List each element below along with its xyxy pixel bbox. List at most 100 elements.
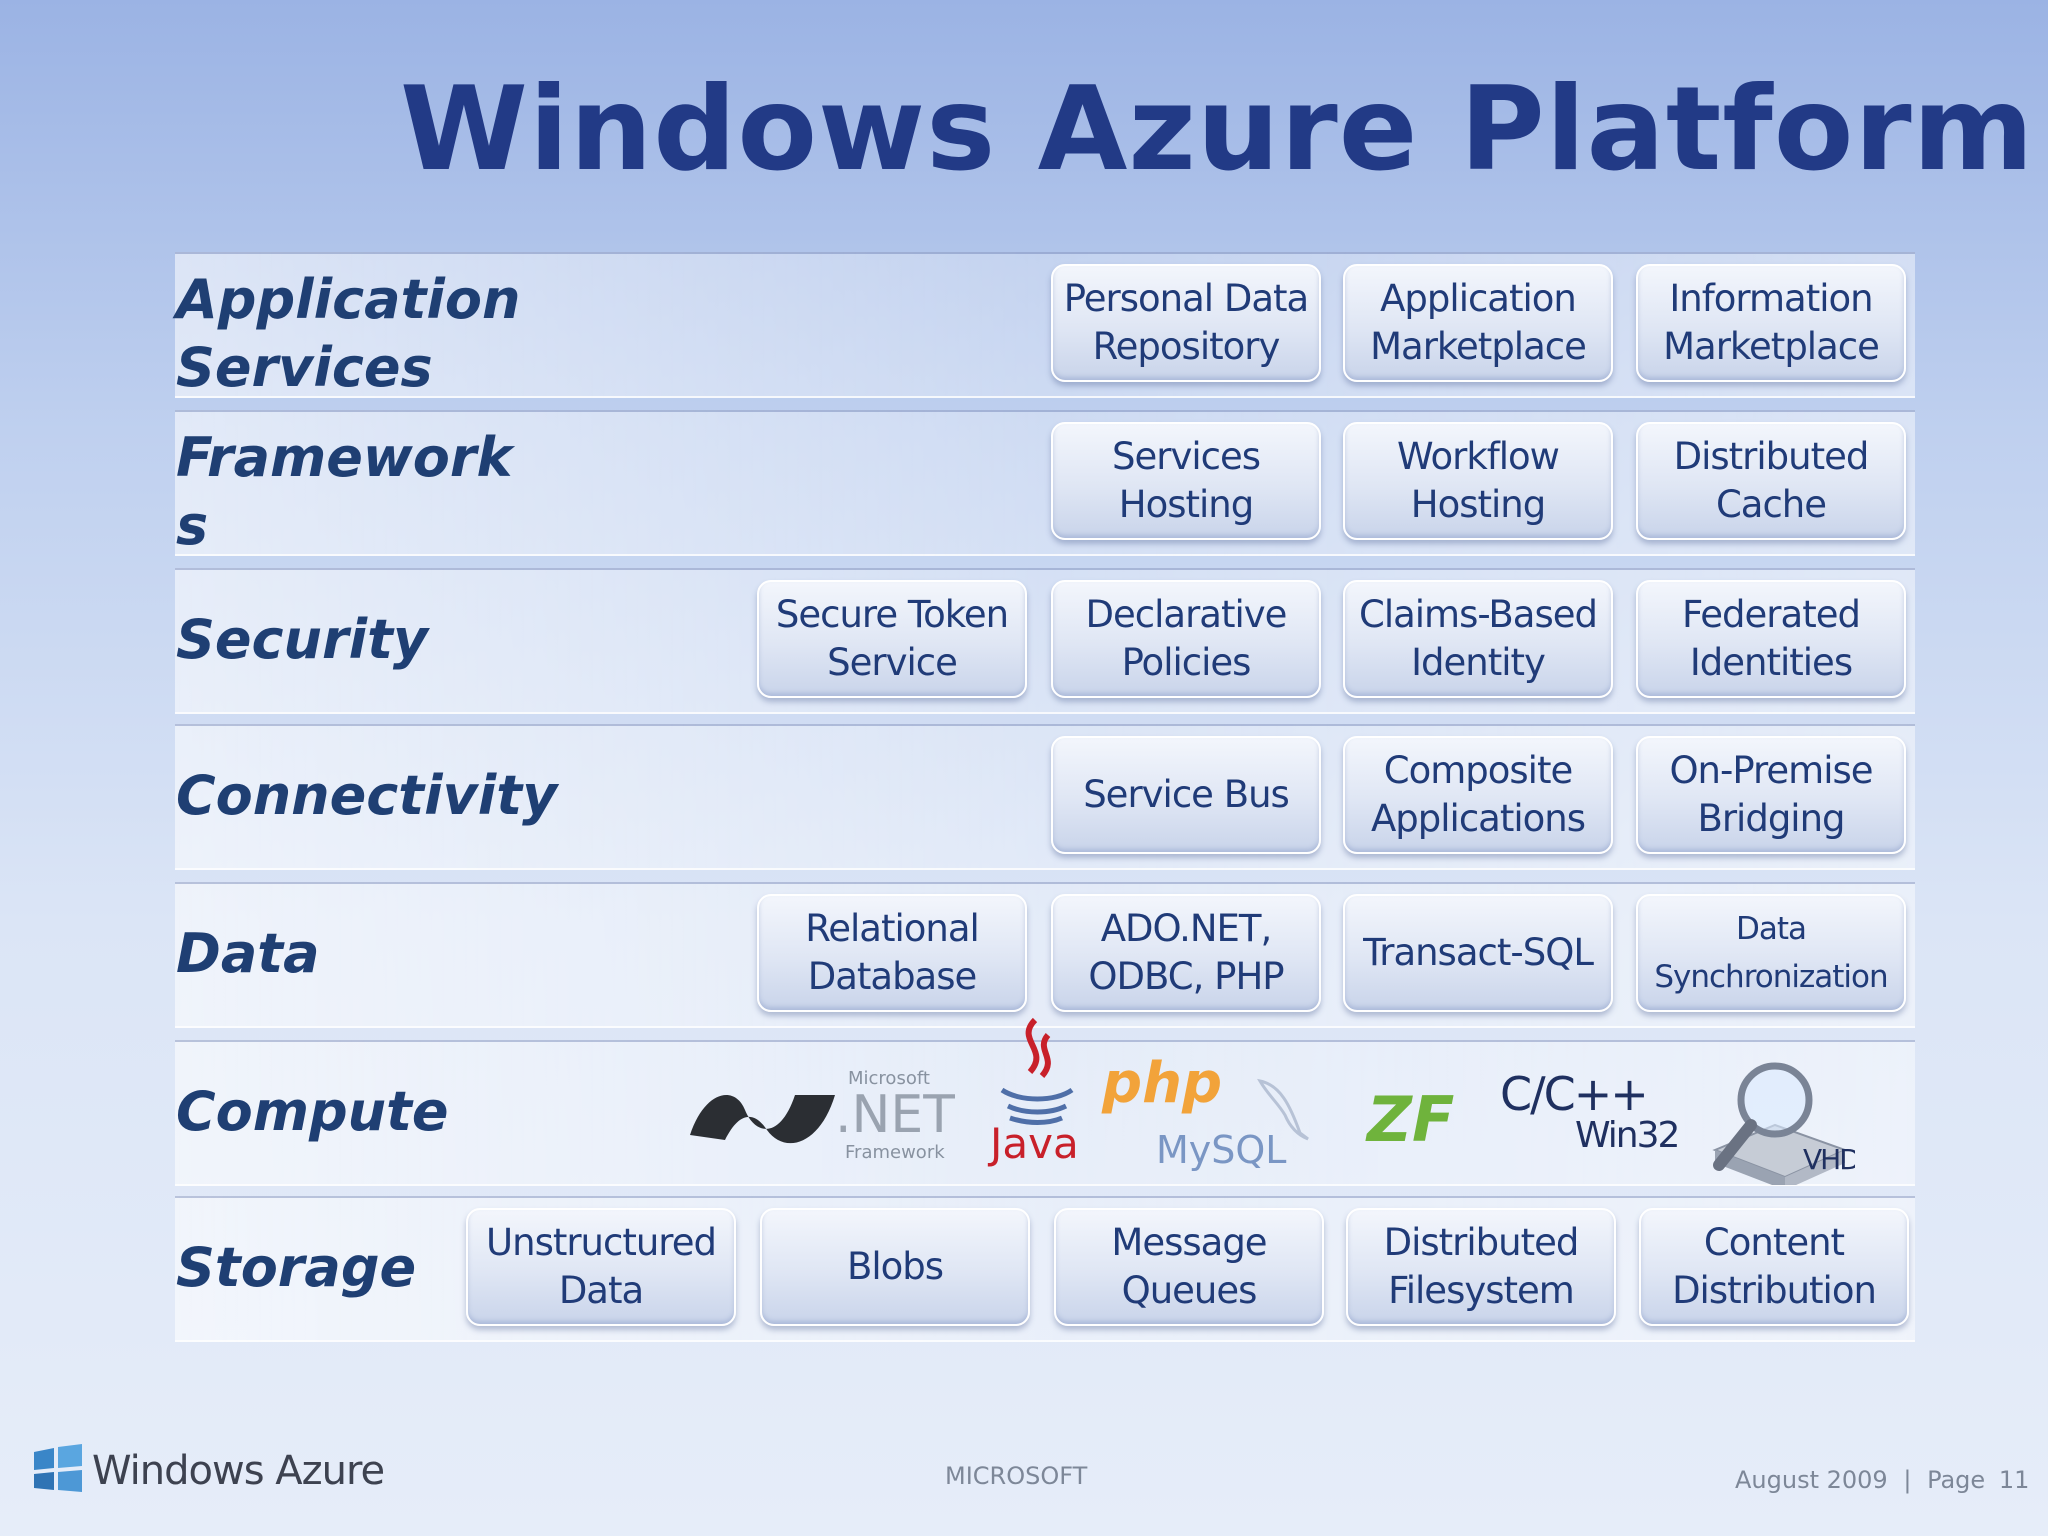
service-box-line: Distribution	[1672, 1269, 1877, 1312]
service-box-line: Personal Data	[1063, 277, 1309, 320]
service-box-line: Claims-Based	[1358, 593, 1598, 636]
service-box-line: Distributed	[1673, 435, 1870, 478]
service-box-line: Database	[807, 955, 978, 998]
layer-label-line: Services	[176, 336, 433, 399]
service-box-line: Information	[1669, 277, 1873, 320]
footer-date-page: August 2009 | Page 11	[1735, 1466, 2029, 1494]
footer-page-number: 11	[1998, 1466, 2030, 1494]
layer-label-line: Connectivity	[176, 764, 558, 827]
zend-text: ZF	[1365, 1085, 1454, 1155]
service-box: Blobs	[760, 1208, 1030, 1326]
footer-page-label: Page	[1927, 1466, 1986, 1494]
service-box-line: Synchronization	[1654, 959, 1888, 995]
service-box-line: Repository	[1092, 325, 1281, 368]
layer-label: Data	[176, 920, 320, 988]
layer-label: Compute	[176, 1078, 449, 1146]
layer-row	[175, 410, 1915, 556]
zend-framework-logo-icon: ZF	[1365, 1085, 1454, 1155]
service-box-line: Policies	[1121, 641, 1252, 684]
service-box-line: Federated	[1682, 593, 1861, 636]
service-box-line: Marketplace	[1663, 325, 1880, 368]
windows-flag-logo-icon	[34, 1444, 82, 1492]
service-box: Service Bus	[1051, 736, 1321, 854]
service-box: ADO.NET,ODBC, PHP	[1051, 894, 1321, 1012]
footer-separator: |	[1903, 1466, 1912, 1494]
service-box-line: Hosting	[1118, 483, 1254, 526]
service-box-line: Marketplace	[1370, 325, 1587, 368]
php-logo-icon: php	[1101, 1051, 1222, 1116]
php-text: php	[1101, 1051, 1222, 1116]
service-box-line: Identity	[1411, 641, 1546, 684]
service-box-line: ADO.NET,	[1100, 907, 1273, 950]
service-box-line: Services	[1111, 435, 1261, 478]
service-box-line: Cache	[1715, 483, 1827, 526]
layer-row	[175, 724, 1915, 870]
layer-row	[175, 252, 1915, 398]
vhd-disk-icon: VHD	[1712, 1062, 1855, 1185]
service-box-line: Queues	[1121, 1269, 1258, 1312]
service-box-line: Relational	[805, 907, 980, 950]
win32-label: Win32	[1575, 1115, 1680, 1156]
layer-label: Storage	[176, 1234, 416, 1302]
service-box-line: Application	[1380, 277, 1577, 320]
layer-label: Connectivity	[176, 762, 557, 830]
service-box-line: Declarative	[1085, 593, 1288, 636]
service-box-line: Service Bus	[1083, 773, 1290, 816]
service-box-line: Workflow	[1397, 435, 1560, 478]
footer-brand: Windows Azure	[92, 1448, 385, 1494]
layer-row	[175, 882, 1915, 1028]
service-box-line: Secure Token	[775, 593, 1009, 636]
dotnet-logo-icon: Microsoft .NET Framework	[690, 1068, 955, 1163]
service-box-line: Applications	[1370, 797, 1586, 840]
service-box-line: On-Premise	[1669, 749, 1873, 792]
service-box: Transact-SQL	[1343, 894, 1613, 1012]
service-box-line: Data	[1735, 911, 1807, 947]
layer-label-line: Data	[176, 922, 320, 985]
footer-date: August 2009	[1735, 1466, 1888, 1494]
service-box-line: Data	[558, 1269, 644, 1312]
service-box-line: Content	[1703, 1221, 1845, 1264]
service-box-line: Transact-SQL	[1363, 931, 1594, 974]
java-text: Java	[987, 1119, 1079, 1168]
footer-center-text: MICROSOFT	[945, 1462, 1088, 1490]
cpp-label: C/C++	[1500, 1067, 1649, 1121]
layer-label-line: Compute	[176, 1080, 449, 1143]
service-box-text: ADO.NET,ODBC, PHP	[1088, 905, 1284, 1001]
layer-label-line: Application	[176, 268, 521, 331]
service-box-line: Composite	[1383, 749, 1573, 792]
service-box-line: Blobs	[846, 1245, 944, 1288]
service-box-line: Service	[827, 641, 958, 684]
slide-title: Windows Azure Platform	[400, 62, 2035, 197]
service-box-line: Identities	[1689, 641, 1853, 684]
dotnet-top-text: Microsoft	[848, 1068, 930, 1089]
layer-label-line: s	[176, 494, 209, 557]
vhd-text: VHD	[1803, 1143, 1855, 1176]
